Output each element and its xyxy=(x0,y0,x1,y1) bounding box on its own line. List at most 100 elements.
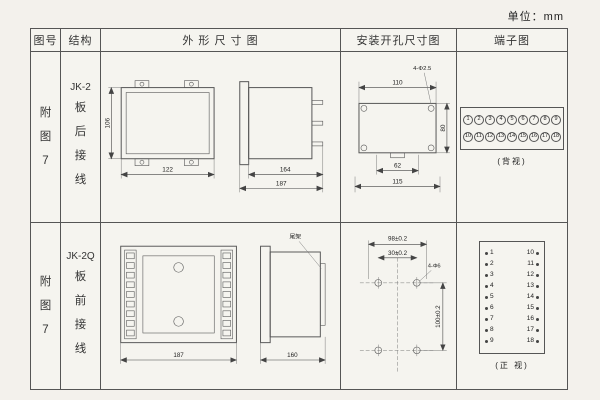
terminal-pair: 5 14 xyxy=(485,294,539,301)
label-bracket: 尾架 xyxy=(289,234,301,241)
outline-drawing-jk2q: 187 尾架 160 xyxy=(119,234,326,364)
terminal: 11 xyxy=(474,132,484,142)
terminal-number: 14 xyxy=(526,293,534,301)
dim-pitch: 30±0.2 xyxy=(388,250,408,257)
outline-drawing-jk2: 122 106 164 xyxy=(104,80,323,193)
terminal-dot xyxy=(485,340,488,343)
terminal-block-rear: 1 2 3 4 5 6 7 8 9 10 11 12 13 xyxy=(460,107,564,150)
terminal: 4 xyxy=(496,115,506,125)
terminal-pair: 1 10 xyxy=(485,250,539,257)
terminal: 16 xyxy=(529,132,539,142)
terminal-pair: 9 18 xyxy=(485,338,539,345)
dim-depth: 164 xyxy=(279,167,290,174)
terminal-dot xyxy=(536,252,539,255)
terminal-number: 10 xyxy=(526,249,534,257)
outline-cell: 187 尾架 160 xyxy=(101,223,341,389)
fig-no-cell: 附图7 xyxy=(31,223,61,389)
terminal-pair: 2 11 xyxy=(485,261,539,268)
terminal-dot xyxy=(485,252,488,255)
terminal: 2 xyxy=(474,115,484,125)
terminal-number: 2 xyxy=(490,260,494,268)
terminal-dot xyxy=(536,307,539,310)
terminal-row-bottom: 10 11 12 13 14 15 16 17 18 xyxy=(463,132,561,142)
terminal-dot xyxy=(536,296,539,299)
structure-cell: JK-2Q 板前接线 xyxy=(61,223,101,389)
dim-height: 100±0.2 xyxy=(435,305,442,328)
terminal-number: 11 xyxy=(527,260,534,268)
structure-cell: JK-2 板后接线 xyxy=(61,52,101,222)
model-label: JK-2 xyxy=(70,81,91,93)
terminal: 17 xyxy=(540,132,550,142)
side-view: 尾架 160 xyxy=(259,234,326,364)
mounting-cell: 110 4-Φ2.5 80 62 115 xyxy=(341,52,457,222)
mounting-drawing-jk2q: 98±0.2 30±0.2 4-Φ6 100±0.2 xyxy=(359,235,447,372)
terminal-dot xyxy=(485,318,488,321)
fig-no-text: 附图7 xyxy=(39,106,52,168)
terminal-number: 3 xyxy=(490,271,494,279)
dim-pitch: 62 xyxy=(394,163,402,170)
outline-cell: 122 106 164 xyxy=(101,52,341,222)
dim-cutout-width: 110 xyxy=(392,80,403,87)
terminal: 9 xyxy=(551,115,561,125)
view-label-front: (正 视) xyxy=(495,360,529,370)
terminal: 8 xyxy=(540,115,550,125)
dim-width: 98±0.2 xyxy=(388,235,408,242)
terminal-cell: 1 2 3 4 5 6 7 8 9 10 11 12 13 xyxy=(457,52,567,222)
terminal-number: 18 xyxy=(526,337,534,345)
terminal-pair: 4 13 xyxy=(485,283,539,290)
front-view: 122 106 xyxy=(104,80,215,179)
terminal-dot xyxy=(536,274,539,277)
table-header-row: 图号 结构 外 形 尺 寸 图 安装开孔尺寸图 端子图 xyxy=(31,29,567,51)
terminal: 10 xyxy=(463,132,473,142)
terminal-dot xyxy=(485,329,488,332)
fig-no-cell: 附图7 xyxy=(31,52,61,222)
terminal-pair: 3 12 xyxy=(485,272,539,279)
label-holes: 4-Φ2.5 xyxy=(413,66,432,72)
terminal-number: 4 xyxy=(490,282,494,290)
header-mounting: 安装开孔尺寸图 xyxy=(341,29,457,51)
terminal-number: 6 xyxy=(490,304,494,312)
terminal-number: 1 xyxy=(490,249,494,257)
label-holes: 4-Φ6 xyxy=(428,263,441,269)
panel-cutout xyxy=(358,102,437,159)
header-outline: 外 形 尺 寸 图 xyxy=(101,29,341,51)
terminal-number: 7 xyxy=(490,315,494,323)
terminal: 12 xyxy=(485,132,495,142)
terminal-dot xyxy=(485,263,488,266)
terminal-dot xyxy=(485,274,488,277)
terminal-number: 5 xyxy=(490,293,494,301)
terminal-number: 12 xyxy=(526,271,534,279)
terminal-number: 9 xyxy=(490,337,494,345)
drill-holes xyxy=(374,277,421,357)
terminal: 14 xyxy=(507,132,517,142)
terminal-dot xyxy=(536,329,539,332)
fig-no-text: 附图7 xyxy=(39,275,52,337)
wiring-label: 板后接线 xyxy=(74,101,87,187)
terminal-dot xyxy=(485,285,488,288)
terminal-dot xyxy=(485,307,488,310)
terminal: 13 xyxy=(496,132,506,142)
terminal-pair: 7 16 xyxy=(485,316,539,323)
terminal-dot xyxy=(536,263,539,266)
terminal: 18 xyxy=(551,132,561,142)
terminal-dot xyxy=(536,285,539,288)
terminal: 6 xyxy=(518,115,528,125)
mounting-cell: 98±0.2 30±0.2 4-Φ6 100±0.2 xyxy=(341,223,457,389)
header-terminal: 端子图 xyxy=(494,35,530,47)
dim-front-height: 106 xyxy=(104,117,111,128)
terminal-number: 13 xyxy=(526,282,534,290)
dim-depth: 160 xyxy=(287,352,298,359)
header-structure: 结构 xyxy=(61,29,101,51)
terminal-number: 16 xyxy=(526,315,534,323)
dim-front-width: 187 xyxy=(173,352,184,359)
wiring-label: 板前接线 xyxy=(74,270,87,356)
side-view: 164 187 xyxy=(238,81,323,193)
dim-bottom-width: 115 xyxy=(392,178,403,185)
terminal: 5 xyxy=(507,115,517,125)
model-label: JK-2Q xyxy=(66,250,95,262)
terminal-dot xyxy=(536,340,539,343)
header-fig-no: 图号 xyxy=(31,29,61,51)
